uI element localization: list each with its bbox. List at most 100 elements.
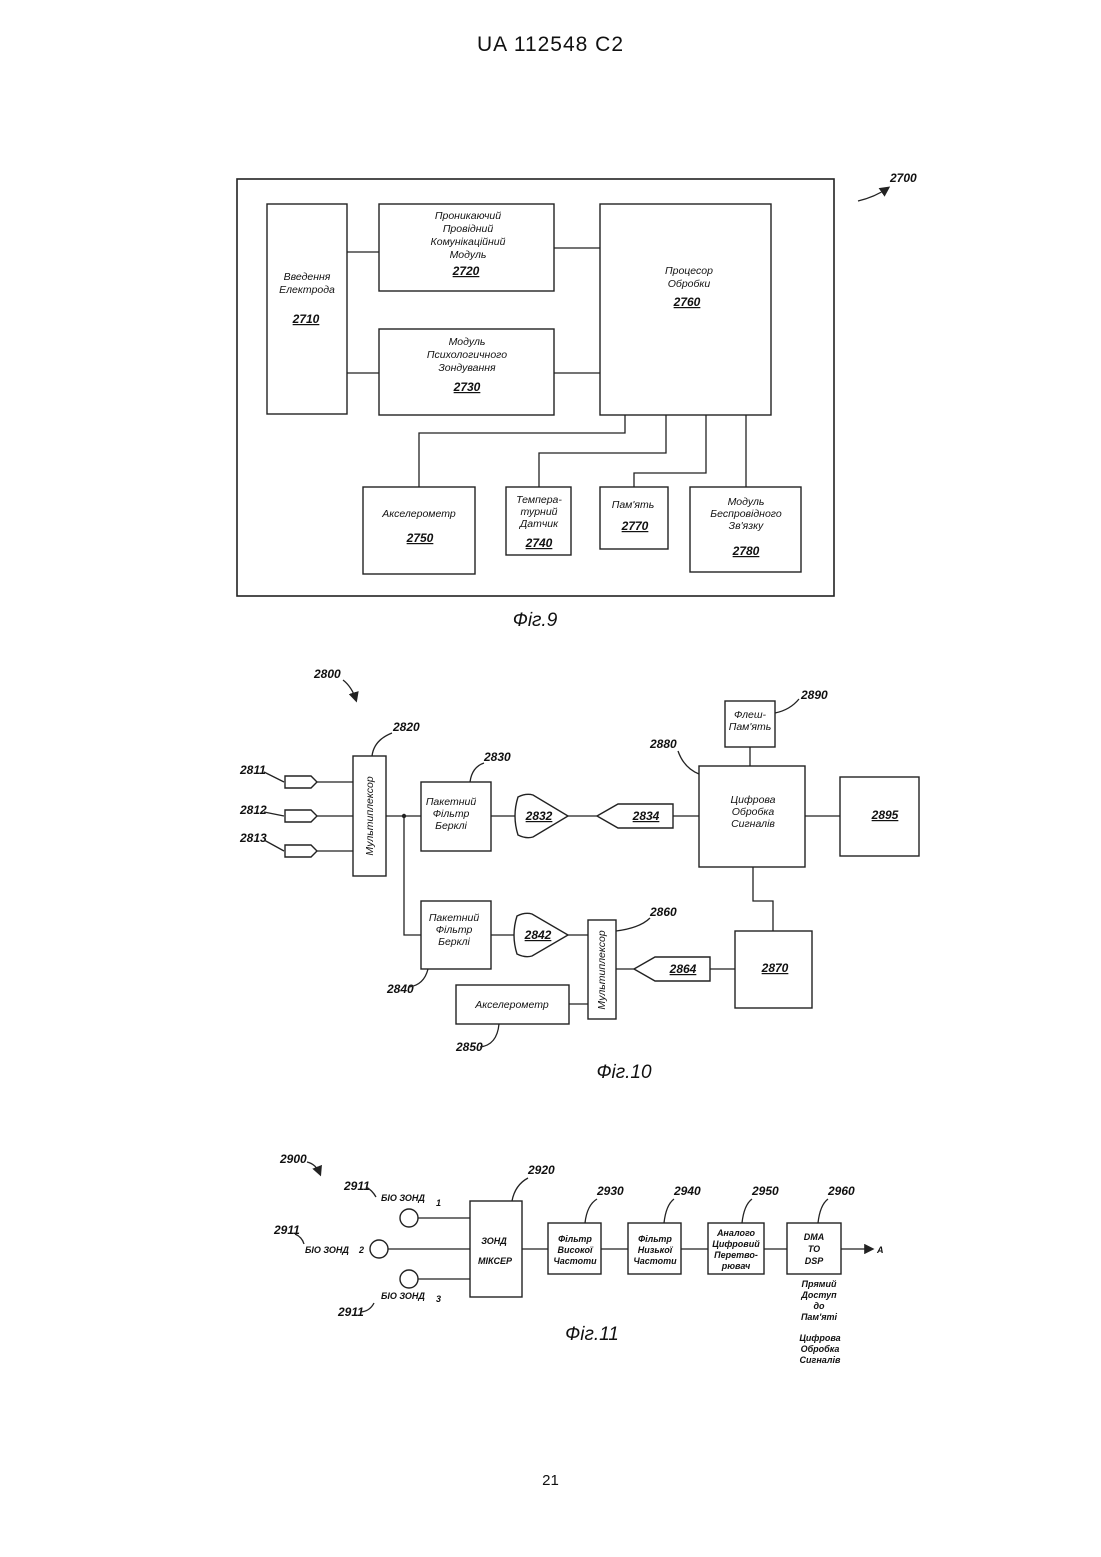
probe-2-num: 2: [358, 1245, 364, 1255]
page-number: 21: [0, 1472, 1101, 1489]
probe-1-num: 1: [436, 1198, 441, 1208]
amplifier-2842-label: 2842: [524, 928, 552, 942]
amplifier-2832-label: 2832: [525, 809, 553, 823]
filter-2830-l2: Фільтр: [433, 808, 470, 820]
adc-ref: 2950: [751, 1184, 779, 1198]
multiplexor-2860-ref: 2860: [649, 905, 677, 919]
dsp-ref: 2880: [649, 737, 677, 751]
probe-3-label: БІО ЗОНД: [381, 1291, 425, 1301]
dsp-leader: [678, 751, 699, 774]
filter-2840-l3: Берклі: [438, 936, 470, 948]
electrode-label-1: Введення: [284, 271, 331, 283]
mixer-ref: 2920: [527, 1163, 555, 1177]
processor-block: [600, 204, 771, 415]
processor-label-2: Обробки: [668, 278, 711, 290]
hpf-l1: Фільтр: [558, 1234, 592, 1244]
fig10-ref: 2800: [313, 667, 341, 681]
input-2813-ref: 2813: [239, 831, 267, 845]
fig10-ref-arrow: [343, 680, 356, 700]
mux1-leader: [372, 733, 392, 756]
multiplexor-2820-label: Мультиплексор: [364, 776, 376, 855]
block-2870-label: 2870: [761, 961, 789, 975]
figure-11: 2900 2911 БІО ЗОНД 1 2911 БІО ЗОНД 2 БІО…: [273, 1152, 884, 1365]
probe-1-ref: 2911: [343, 1179, 370, 1193]
dma-l3: DSP: [805, 1256, 825, 1266]
input-lines: [317, 782, 353, 851]
multiplexor-2820-ref: 2820: [392, 720, 420, 734]
block-2895-label: 2895: [871, 808, 899, 822]
probe-1: [400, 1209, 418, 1227]
memory-label: Пам'ять: [612, 499, 655, 511]
adc-l2: Цифровий: [712, 1239, 760, 1249]
memory-block: [600, 487, 668, 549]
temp-label-3: Датчик: [519, 518, 559, 530]
penetrating-label-3: Комунікаційний: [431, 236, 506, 248]
fig11-ref: 2900: [279, 1152, 307, 1166]
input-leaders: [264, 772, 284, 851]
hpf-l2: Високої: [557, 1245, 594, 1255]
probe-3-num: 3: [436, 1294, 441, 1304]
accelerometer-label: Акселерометр: [381, 508, 456, 520]
flash-leader: [775, 699, 799, 713]
wireless-label-2: Беспровідного: [710, 508, 782, 520]
dsp-to-2870: [753, 867, 773, 931]
filter-2840-l1: Пакетний: [429, 912, 479, 924]
psych-label-3: Зондування: [438, 362, 496, 374]
temp-label-2: турний: [520, 506, 557, 518]
probe-3-ref: 2911: [337, 1305, 364, 1319]
temp-label-1: Темпера-: [516, 494, 562, 506]
probe-mixer-2920: [470, 1201, 522, 1297]
probe-1-label: БІО ЗОНД: [381, 1193, 425, 1203]
figure-9: 2700 Введення Електрода 2710 Проникаючий…: [237, 171, 917, 631]
dsp-l2: Обробка: [732, 806, 775, 818]
lpf-leader: [664, 1199, 674, 1223]
penetrating-label-2: Провідний: [443, 223, 494, 235]
processor-label-1: Процесор: [665, 265, 713, 277]
junction-dot: [402, 814, 406, 818]
lpf-l2: Низької: [638, 1245, 674, 1255]
temp-num: 2740: [525, 536, 553, 550]
fig10-caption: Фіг.10: [596, 1062, 652, 1083]
lpf-l1: Фільтр: [638, 1234, 672, 1244]
flash-l1: Флеш-: [734, 709, 767, 721]
electrode-num: 2710: [292, 312, 320, 326]
filter1-leader: [470, 763, 484, 782]
dsp-l3: Сигналів: [731, 818, 775, 830]
adc-l3: Перетво-: [714, 1250, 758, 1260]
lpf-ref: 2940: [673, 1184, 701, 1198]
figure-10: 2800 2811 2812 2813 Мультиплексор 2820 П…: [239, 667, 919, 1083]
amplifier-2864-label: 2864: [669, 962, 697, 976]
processor-num: 2760: [673, 295, 701, 309]
fig11-ref-arrow: [307, 1162, 320, 1174]
amplifier-2834-label: 2834: [632, 809, 660, 823]
probe-2-label: БІО ЗОНД: [305, 1245, 349, 1255]
mux1-out-lines: [386, 816, 421, 935]
fig9-line-mem: [634, 415, 706, 487]
wireless-label-3: Зв'язку: [729, 520, 764, 532]
fig9-ref-arrow: [858, 188, 888, 201]
dma-ref: 2960: [827, 1184, 855, 1198]
memory-num: 2770: [621, 519, 649, 533]
electrode-label-2: Електрода: [279, 284, 335, 296]
mixer-leader: [512, 1178, 528, 1201]
probe-3: [400, 1270, 418, 1288]
flash-ref: 2890: [800, 688, 828, 702]
accelerometer-2850-label: Акселерометр: [474, 999, 549, 1011]
dma-l1: DMA: [804, 1232, 825, 1242]
filter-2830-ref: 2830: [483, 750, 511, 764]
mixer-l2: МІКСЕР: [478, 1256, 513, 1266]
fig11-caption: Фіг.11: [565, 1324, 619, 1345]
note1-l3: до: [813, 1301, 825, 1311]
multiplexor-2860-label: Мультиплексор: [596, 930, 608, 1009]
mux2-leader: [616, 918, 650, 931]
mixer-l1: ЗОНД: [481, 1236, 507, 1246]
note2-l2: Обробка: [801, 1344, 840, 1354]
note1-l4: Пам'яті: [801, 1312, 838, 1322]
psych-num: 2730: [453, 380, 481, 394]
accelerometer-2850-ref: 2850: [455, 1040, 483, 1054]
adc-leader: [742, 1199, 752, 1223]
adc-l4: рювач: [721, 1261, 751, 1271]
output-label: A: [876, 1245, 884, 1255]
electrode-input-block: [267, 204, 347, 414]
